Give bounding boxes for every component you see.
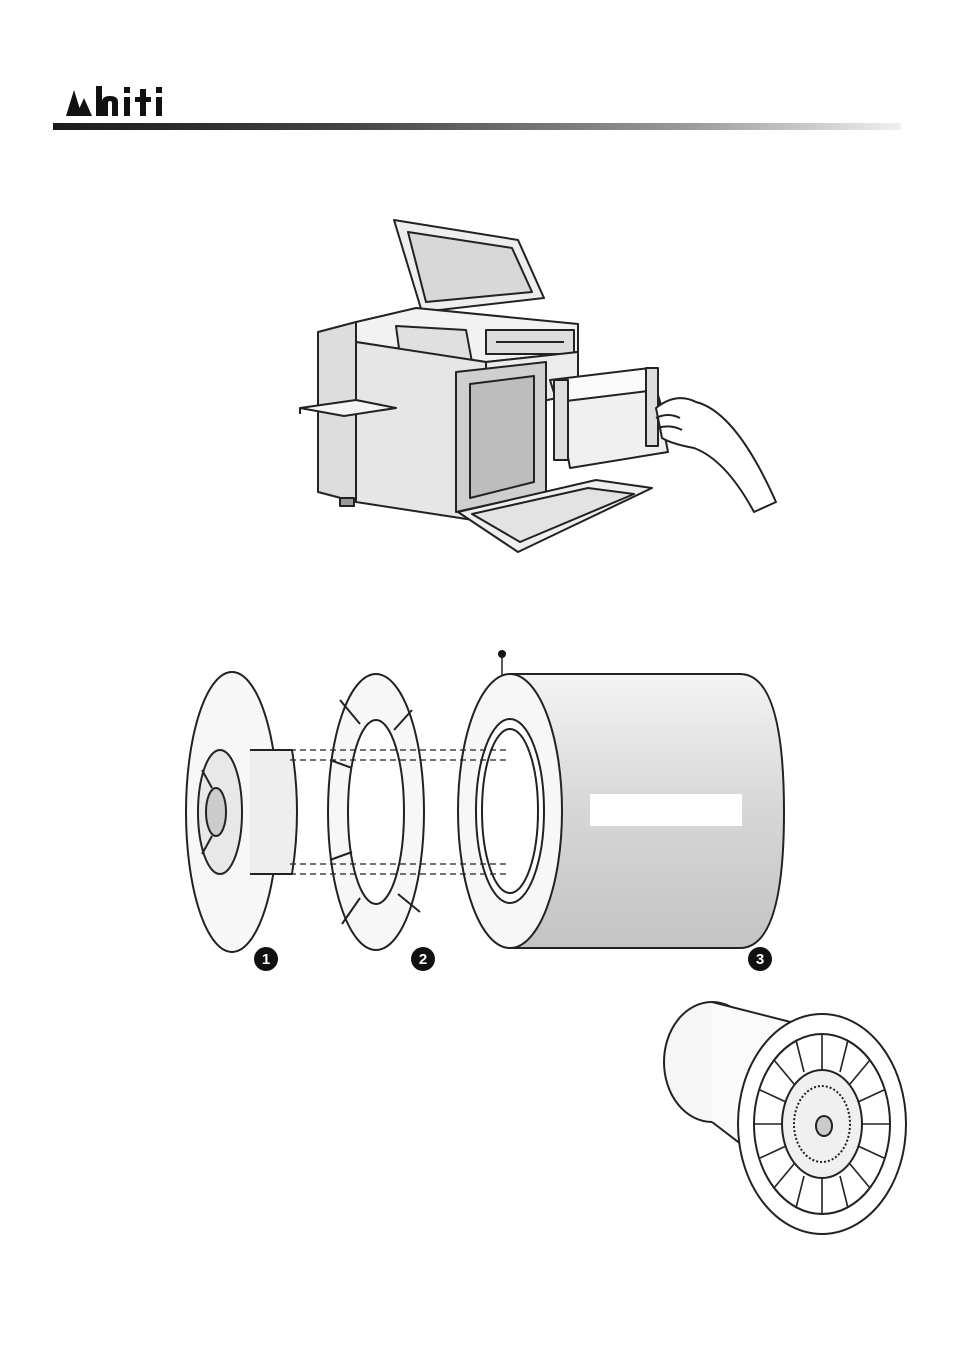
paper-roll-exploded-illustration <box>180 640 800 970</box>
ribbon-spool-illustration <box>652 996 912 1246</box>
printer-ribbon-loading-icon <box>299 219 777 553</box>
callout-2: 2 <box>411 947 435 971</box>
ribbon-spool-icon <box>663 1001 907 1235</box>
printer-illustration <box>296 212 786 562</box>
hiti-logo <box>64 80 194 122</box>
callout-3: 3 <box>748 947 772 971</box>
paper-roll-exploded-icon <box>185 650 786 953</box>
hiti-logo-icon <box>66 86 162 116</box>
callout-1: 1 <box>254 947 278 971</box>
header-rule <box>53 123 901 130</box>
